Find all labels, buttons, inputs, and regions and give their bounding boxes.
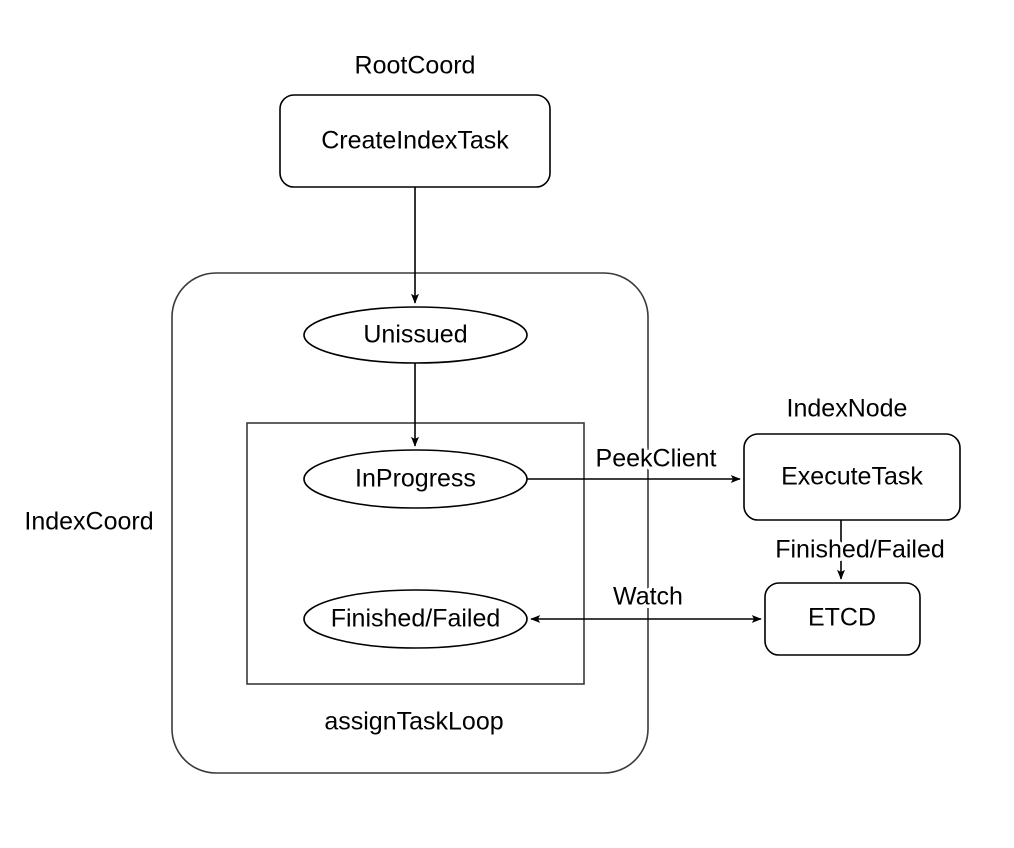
node-label-etcd: ETCD	[808, 604, 876, 632]
node-etcd[interactable]	[764, 582, 921, 656]
group-label-index-coord: IndexCoord	[24, 508, 153, 536]
node-label-unissued: Unissued	[363, 321, 467, 349]
group-label-root-coord: RootCoord	[355, 52, 476, 80]
edge-label-finished-failed: Finished/Failed	[775, 536, 945, 564]
node-label-finished-failed-state: Finished/Failed	[331, 605, 501, 633]
node-finished-failed-state[interactable]	[303, 589, 528, 649]
node-label-create-index-task: CreateIndexTask	[321, 127, 509, 155]
node-create-index-task[interactable]	[279, 94, 551, 188]
edge-label-finished-failed-halo: Finished/Failed	[775, 536, 945, 564]
group-label-assign-task-loop: assignTaskLoop	[324, 708, 503, 736]
edge-label-peek-client: PeekClient	[596, 445, 717, 473]
edge-label-peek-client-halo: PeekClient	[596, 445, 717, 473]
group-container-index-coord	[171, 272, 649, 774]
node-label-execute-task: ExecuteTask	[781, 463, 923, 491]
node-label-in-progress: InProgress	[355, 465, 476, 493]
group-label-index-node: IndexNode	[787, 395, 908, 423]
edge-label-watch-halo: Watch	[613, 583, 683, 611]
node-execute-task[interactable]	[743, 433, 961, 521]
node-unissued[interactable]	[303, 306, 528, 364]
edge-label-watch: Watch	[613, 583, 683, 611]
node-in-progress[interactable]	[303, 449, 528, 509]
